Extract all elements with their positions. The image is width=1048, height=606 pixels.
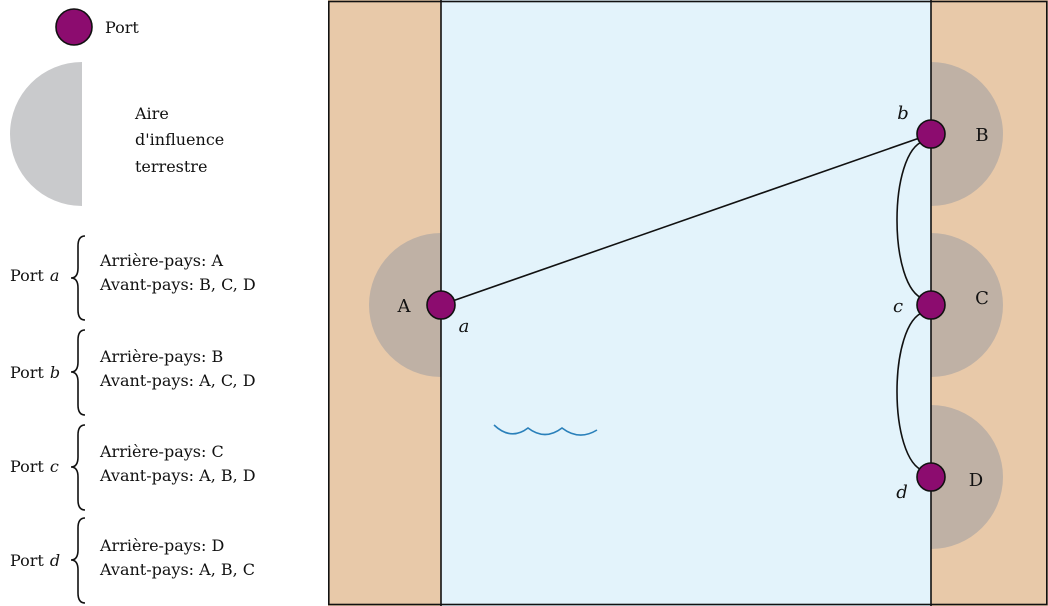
port-c [916, 290, 946, 320]
region-label-D: D [969, 470, 983, 491]
link-c-d [896, 311, 925, 472]
legend-foreland: Avant-pays: A, B, C [99, 560, 255, 579]
port-label-b: b [897, 103, 909, 124]
port-b [916, 119, 946, 149]
legend-influence-line3: terrestre [135, 157, 207, 176]
legend-influence-line1: Aire [134, 104, 169, 123]
wave-icon [493, 424, 598, 436]
legend-group-prefix: Port [10, 363, 44, 382]
legend-group-prefix: Port [10, 457, 44, 476]
legend-foreland: Avant-pays: B, C, D [99, 275, 256, 294]
legend-port-label: Port [105, 18, 139, 37]
brace-icon [70, 517, 86, 604]
legend-hinterland: Arrière-pays: C [99, 442, 224, 461]
legend-foreland: Avant-pays: A, C, D [99, 371, 256, 390]
brace-icon [70, 329, 86, 416]
legend-hinterland: Arrière-pays: A [99, 251, 223, 270]
map-frame [327, 0, 1048, 606]
brace-icon [70, 424, 86, 511]
influence-area-D [931, 405, 1003, 549]
brace-icon [70, 235, 86, 321]
legend-group-port-letter: d [50, 551, 60, 570]
legend-group-port-letter: a [50, 266, 60, 285]
legend-hinterland: Arrière-pays: B [99, 347, 223, 366]
influence-area-C [931, 233, 1003, 377]
legend-group-port-letter: c [50, 457, 59, 476]
legend-group-prefix: Port [10, 551, 44, 570]
legend-group-prefix: Port [10, 266, 44, 285]
region-label-C: C [975, 288, 989, 309]
link-b-c [896, 140, 925, 300]
port-label-d: d [896, 482, 908, 503]
port-d [916, 462, 946, 492]
influence-area-A [369, 233, 441, 377]
region-label-A: A [397, 296, 412, 317]
port-label-c: c [893, 296, 903, 317]
region-label-B: B [975, 125, 988, 146]
legend-foreland: Avant-pays: A, B, D [99, 466, 256, 485]
legend-influence-line2: d'influence [135, 130, 224, 149]
legend-hinterland: Arrière-pays: D [99, 536, 224, 555]
legend-port-symbol [55, 8, 93, 46]
legend-group-port-letter: b [50, 363, 60, 382]
water [441, 0, 931, 606]
port-label-a: a [459, 316, 470, 337]
influence-area-B [931, 62, 1003, 206]
map: A B C D a b c d [327, 0, 1048, 606]
port-a [426, 290, 456, 320]
link-a-b [440, 133, 932, 306]
legend-influence-symbol [10, 62, 82, 206]
